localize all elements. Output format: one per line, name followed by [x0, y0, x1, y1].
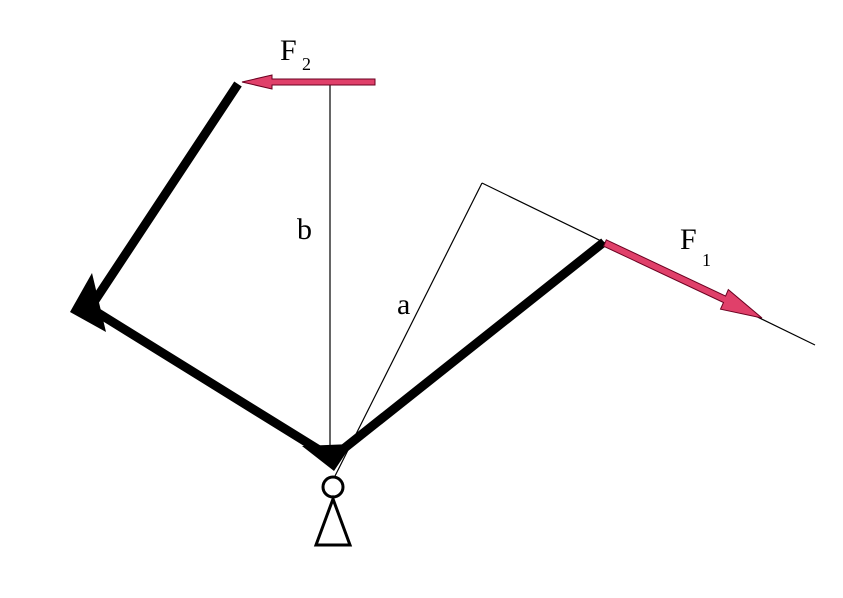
- lever-arm-b-label: b: [297, 213, 312, 246]
- force-f2-label: F 2: [280, 34, 311, 74]
- lever-body: [70, 81, 607, 471]
- lever-joint-gusset: [70, 273, 106, 332]
- force-f1-arrow-icon: [603, 239, 763, 319]
- force-f1-label-main: F: [680, 223, 697, 256]
- force-f1-label: F 1: [680, 223, 711, 270]
- triangle-support-icon: [313, 494, 353, 547]
- force-f2-arrow: [241, 74, 376, 90]
- pivot-support: [313, 475, 353, 547]
- lever-beam: [83, 81, 607, 464]
- force-f2-label-main: F: [280, 34, 297, 67]
- lever-arm-a-line: [332, 182, 483, 481]
- force-f2-arrow-icon: [241, 74, 376, 90]
- force-f2-label-subscript: 2: [302, 54, 311, 74]
- lever-arm-a-label: a: [397, 288, 410, 321]
- pivot-circle-icon: [321, 475, 345, 499]
- force-f1-label-subscript: 1: [702, 250, 711, 270]
- pivot-joint-gusset: [302, 444, 352, 471]
- force-f1-arrow: [603, 239, 763, 319]
